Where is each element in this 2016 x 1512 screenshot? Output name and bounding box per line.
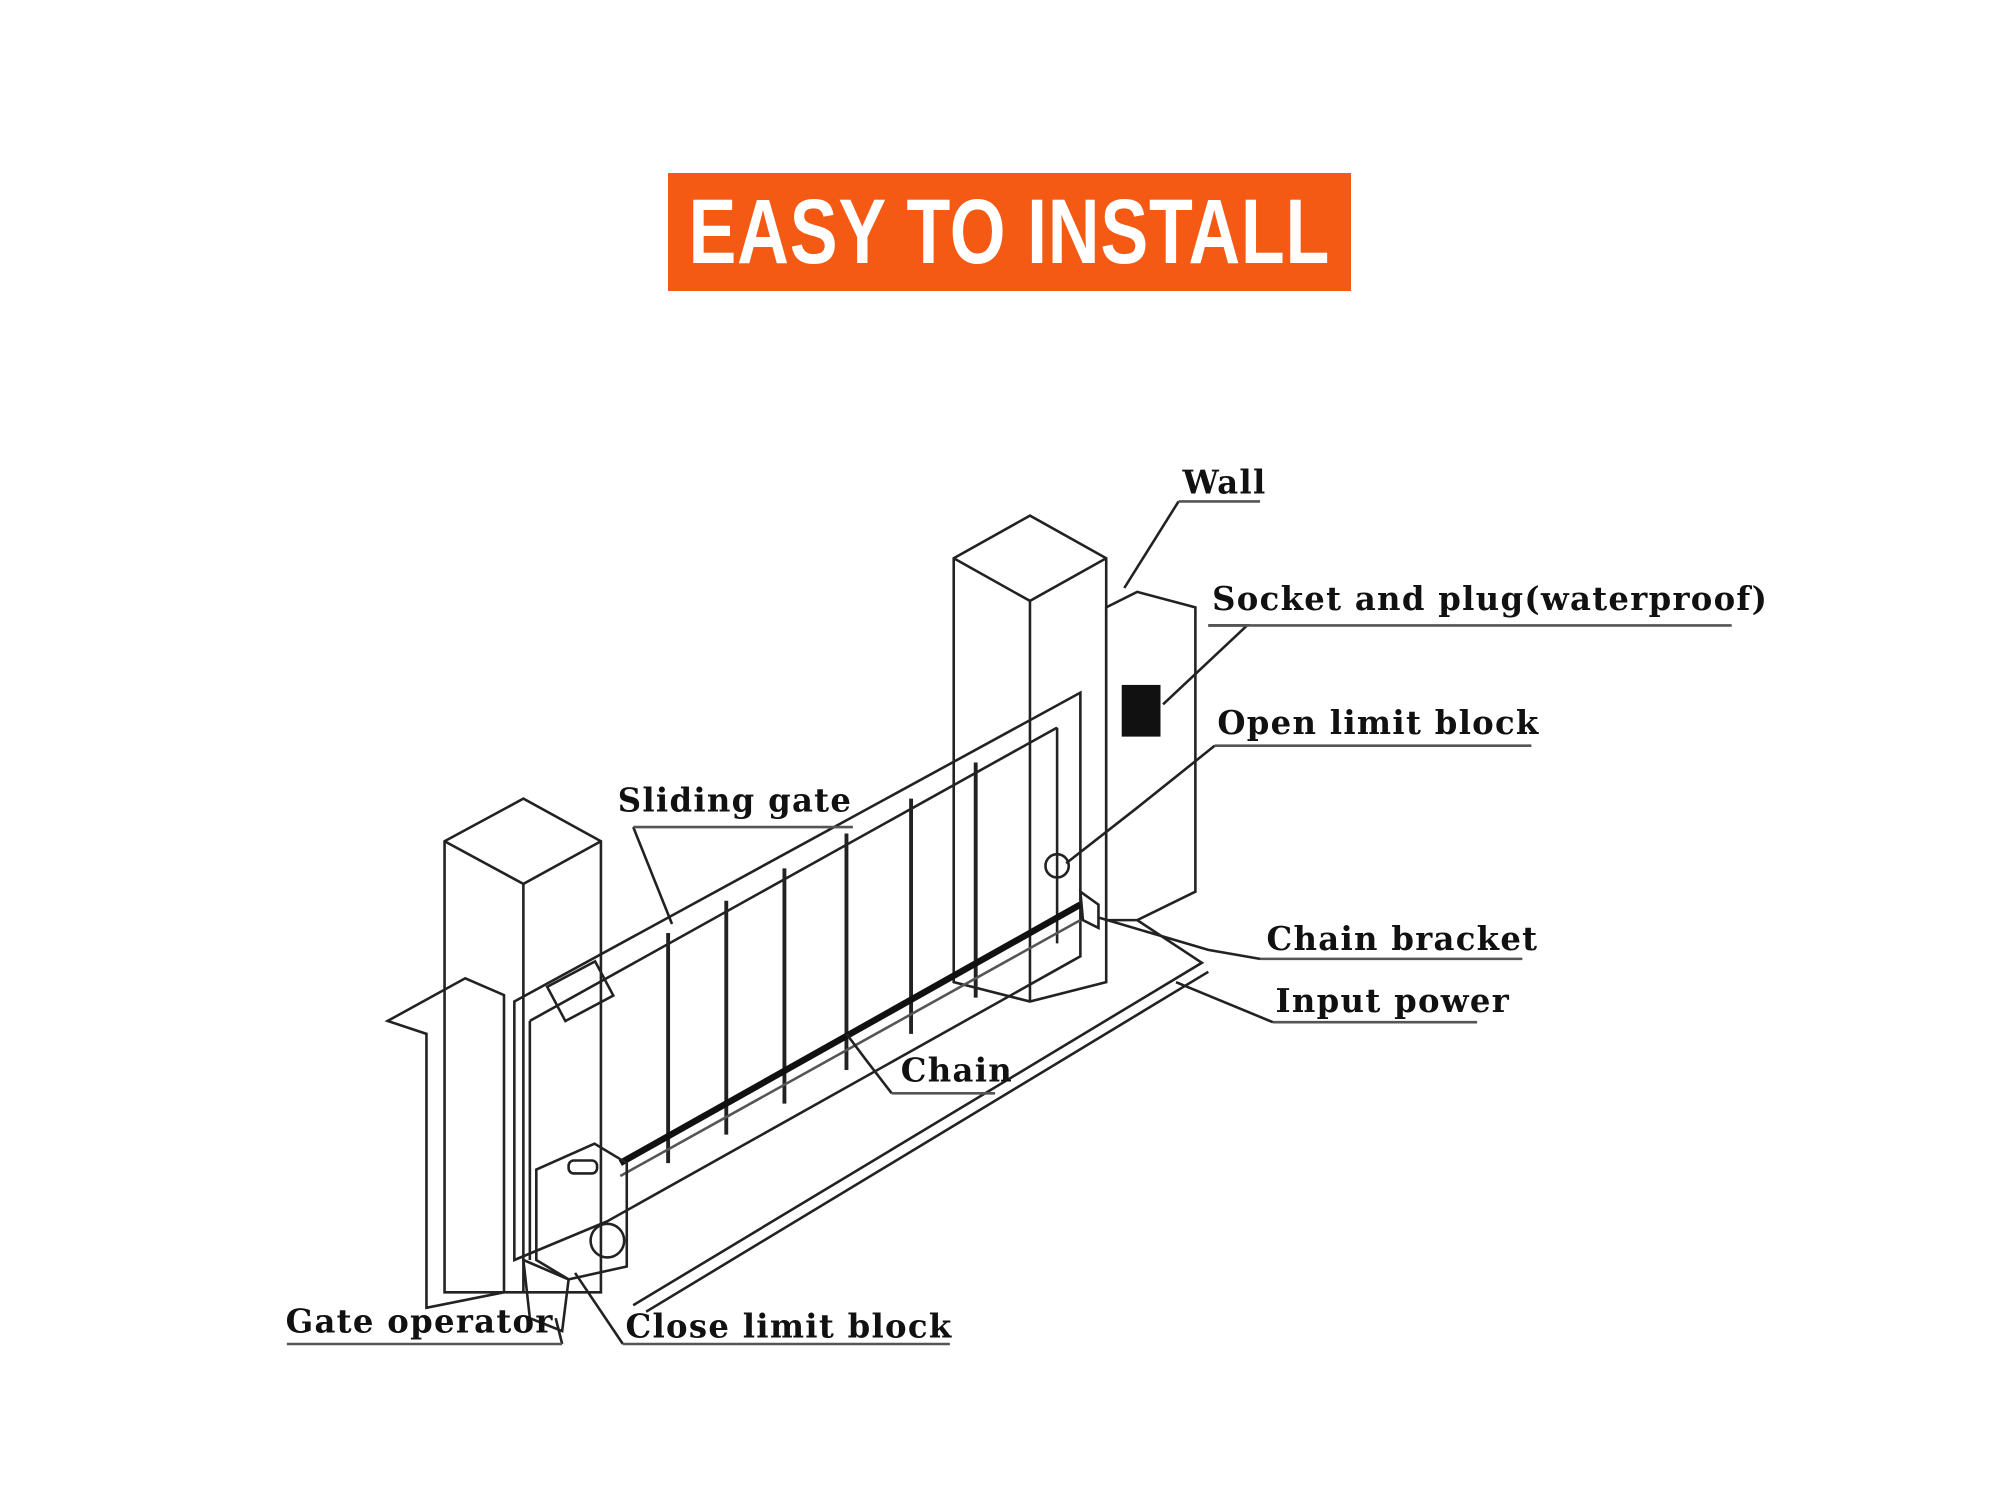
socket-box [1121, 684, 1161, 737]
label-open-limit-block: Open limit block [1217, 704, 1539, 742]
chain [618, 901, 1082, 1166]
label-close-limit-block: Close limit block [625, 1308, 952, 1346]
gate-guide [545, 959, 616, 1023]
label-input-power: Input power [1276, 982, 1511, 1020]
open-limit-block [1044, 852, 1071, 879]
title-banner: EASY TO INSTALL [668, 173, 1351, 291]
label-sliding-gate: Sliding gate [618, 782, 853, 820]
label-chain-bracket: Chain bracket [1266, 920, 1538, 958]
label-gate-operator: Gate operator [286, 1302, 554, 1340]
label-socket-and-plug: Socket and plug(waterproof) [1212, 580, 1768, 618]
left-pillar [443, 797, 603, 1294]
chain-bracket [1078, 889, 1100, 930]
gate-operator [521, 1142, 629, 1333]
sliding-gate [513, 690, 1082, 1262]
ground-track [632, 919, 1209, 1313]
title-text: EASY TO INSTALL [688, 180, 1331, 283]
label-wall: Wall [1181, 464, 1266, 502]
label-chain: Chain [901, 1052, 1013, 1090]
right-brick-wall [1104, 590, 1197, 922]
